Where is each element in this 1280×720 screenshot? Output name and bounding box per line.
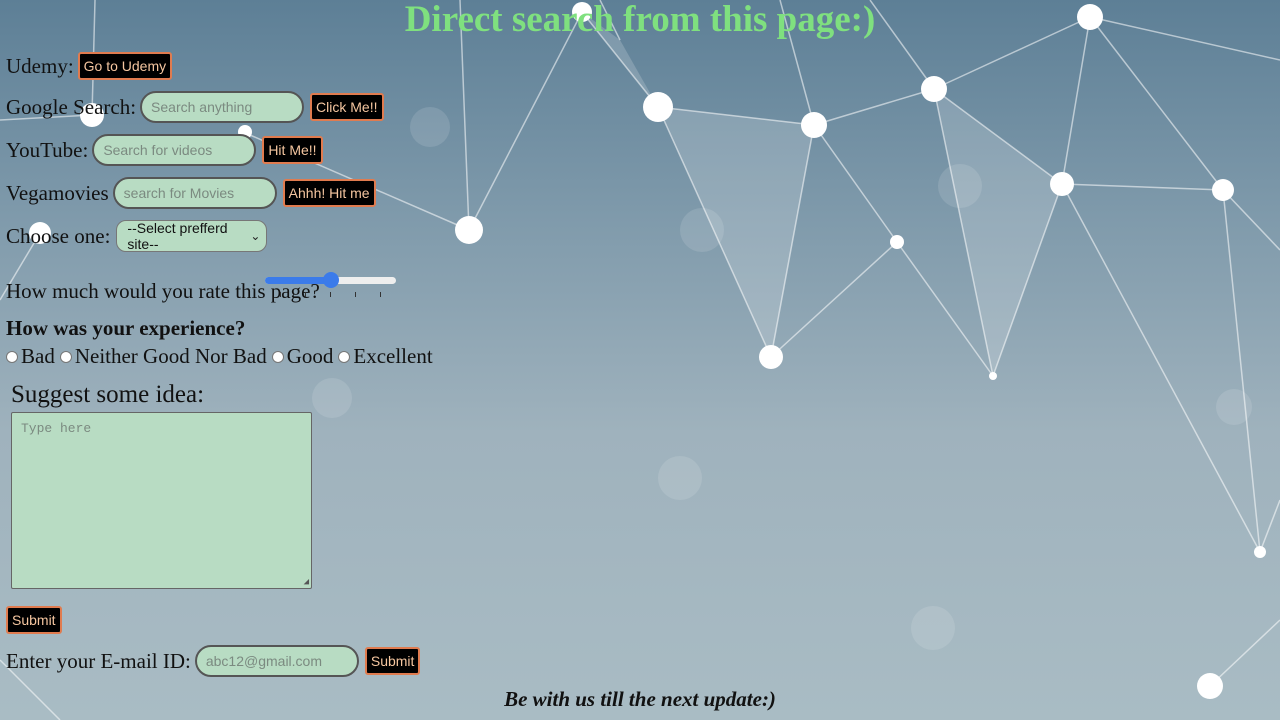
udemy-row: Udemy: Go to Udemy bbox=[6, 52, 173, 80]
radio-good-label: Good bbox=[286, 344, 334, 368]
vegamovies-search-input[interactable] bbox=[112, 177, 277, 209]
suggest-textarea[interactable]: Type here ◢ bbox=[11, 412, 312, 589]
radio-bad[interactable] bbox=[6, 350, 18, 363]
google-search-label: Google Search: bbox=[6, 94, 137, 119]
page-title: Direct search from this page:) bbox=[404, 0, 876, 40]
email-row: Enter your E-mail ID: Submit bbox=[6, 645, 421, 677]
google-search-input[interactable] bbox=[140, 91, 305, 123]
email-input[interactable] bbox=[194, 645, 359, 677]
slider-tick bbox=[330, 292, 331, 297]
resize-grip-icon[interactable]: ◢ bbox=[303, 577, 309, 587]
radio-neither[interactable] bbox=[59, 350, 72, 363]
go-to-udemy-button[interactable]: Go to Udemy bbox=[77, 52, 173, 80]
vegamovies-search-button[interactable]: Ahhh! Hit me bbox=[282, 179, 376, 207]
google-row: Google Search: Click Me!! bbox=[6, 91, 384, 123]
suggest-submit-button[interactable]: Submit bbox=[6, 606, 62, 634]
choose-label: Choose one: bbox=[6, 223, 111, 248]
youtube-search-button[interactable]: Hit Me!! bbox=[262, 136, 323, 164]
udemy-label: Udemy: bbox=[6, 53, 74, 78]
slider-tick bbox=[305, 292, 306, 297]
slider-tick bbox=[380, 292, 381, 297]
footer-text: Be with us till the next update:) bbox=[504, 687, 776, 711]
radio-bad-label: Bad bbox=[21, 344, 55, 368]
suggest-placeholder: Type here bbox=[21, 421, 92, 436]
radio-excellent-label: Excellent bbox=[353, 344, 433, 368]
chevron-down-icon: ⌄ bbox=[250, 229, 261, 243]
youtube-row: YouTube: Hit Me!! bbox=[6, 134, 323, 166]
youtube-label: YouTube: bbox=[6, 137, 89, 162]
google-search-button[interactable]: Click Me!! bbox=[310, 93, 384, 121]
vegamovies-row: Vegamovies Ahhh! Hit me bbox=[6, 177, 376, 209]
vegamovies-label: Vegamovies bbox=[6, 180, 109, 205]
site-select-value: --Select prefferd site-- bbox=[127, 220, 228, 252]
rating-slider-fill bbox=[265, 277, 331, 284]
email-submit-button[interactable]: Submit bbox=[364, 647, 421, 675]
slider-tick bbox=[355, 292, 356, 297]
rating-slider[interactable] bbox=[265, 272, 396, 297]
email-label: Enter your E-mail ID: bbox=[6, 648, 191, 673]
rating-slider-thumb[interactable] bbox=[323, 272, 339, 288]
radio-good[interactable] bbox=[271, 350, 284, 363]
experience-options: Bad Neither Good Nor Bad Good Excellent bbox=[4, 344, 433, 369]
site-select[interactable]: --Select prefferd site-- ⌄ bbox=[116, 220, 268, 252]
youtube-search-input[interactable] bbox=[92, 134, 257, 166]
radio-excellent[interactable] bbox=[338, 350, 351, 363]
suggest-title: Suggest some idea: bbox=[11, 381, 205, 408]
slider-tick bbox=[280, 292, 281, 297]
choose-row: Choose one: --Select prefferd site-- ⌄ bbox=[6, 220, 268, 252]
radio-neither-label: Neither Good Nor Bad bbox=[74, 344, 267, 368]
experience-title: How was your experience? bbox=[6, 316, 246, 340]
